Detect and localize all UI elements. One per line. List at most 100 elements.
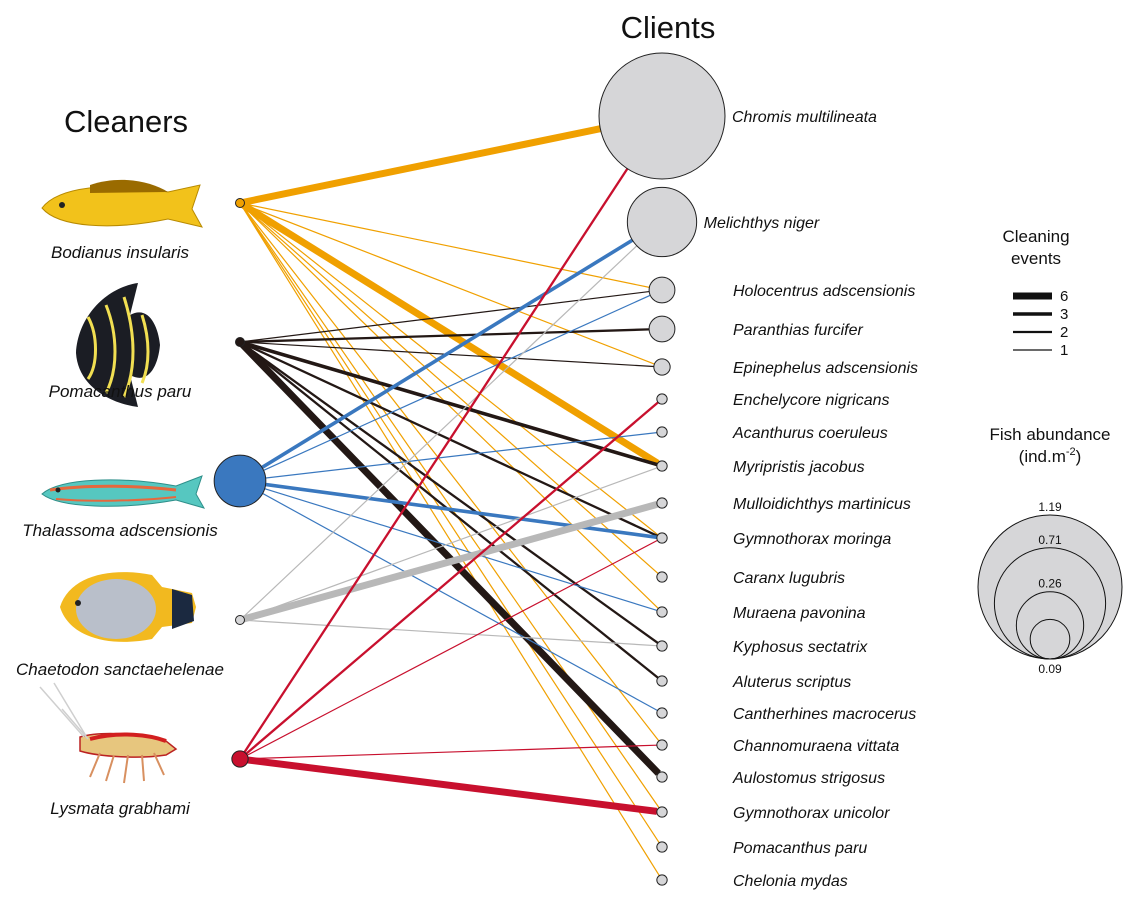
events-legend-value: 6 [1060,288,1068,305]
client-node-channomuraena-vittata [656,739,668,751]
client-node-gymnothorax-unicolor [656,806,668,818]
link-chaetodon-sanctaehelenae-to-melichthys-niger [239,245,638,621]
client-label-cantherhines-macrocerus: Cantherhines macrocerus [733,706,916,723]
events-legend-value: 3 [1060,306,1068,323]
abundance-legend-value: 0.09 [1038,662,1062,676]
link-chaetodon-sanctaehelenae-to-mulloidichthys-martinicus [239,501,658,624]
client-label-channomuraena-vittata: Channomuraena vittata [733,738,899,755]
client-label-gymnothorax-unicolor: Gymnothorax unicolor [733,805,890,822]
client-node-acanthurus-coeruleus [656,426,668,438]
cleaner-node-chaetodon-sanctaehelenae [235,615,245,625]
client-label-melichthys-niger: Melichthys niger [704,215,820,232]
thalassoma-adscensionis-illustration [41,475,206,509]
events-legend-title-line: events [1011,249,1061,268]
client-label-aluterus-scriptus: Aluterus scriptus [732,674,851,691]
link-lysmata-grabhami-to-chromis-multilineata [239,168,629,760]
cleaner-label-pomacanthus-paru: Pomacanthus paru [49,382,192,401]
link-bodianus-insularis-to-pomacanthus-paru [239,202,660,844]
client-node-aluterus-scriptus [656,675,668,687]
link-bodianus-insularis-to-chelonia-mydas [239,202,660,876]
link-bodianus-insularis-to-channomuraena-vittata [239,202,660,742]
link-thalassoma-adscensionis-to-gymnothorax-moringa [239,479,658,540]
client-label-holocentrus-adscensionis: Holocentrus adscensionis [733,283,915,300]
client-node-melichthys-niger [626,186,698,258]
client-label-chromis-multilineata: Chromis multilineata [732,109,877,126]
client-node-myripristis-jacobus [656,460,668,472]
client-label-muraena-pavonina: Muraena pavonina [733,605,866,622]
cleaners-heading: Cleaners [64,104,188,139]
cleaner-node-thalassoma-adscensionis [213,454,267,508]
labels: Cleaners Clients Bodianus insularisPomac… [16,10,918,890]
client-nodes [598,52,726,886]
link-chaetodon-sanctaehelenae-to-kyphosus-sectatrix [239,619,657,647]
events-legend-value: 1 [1060,342,1068,359]
client-label-gymnothorax-moringa: Gymnothorax moringa [733,531,891,548]
client-node-aulostomus-strigosus [656,771,668,783]
client-node-paranthias-furcifer [648,315,676,343]
chaetodon-sanctaehelenae-illustration [60,572,196,642]
link-lysmata-grabhami-to-gymnothorax-unicolor [239,755,658,815]
client-node-chromis-multilineata [598,52,726,180]
client-label-kyphosus-sectatrix: Kyphosus sectatrix [733,639,868,656]
link-bodianus-insularis-to-chromis-multilineata [239,125,602,207]
link-lysmata-grabhami-to-channomuraena-vittata [239,744,657,760]
client-label-mulloidichthys-martinicus: Mulloidichthys martinicus [733,496,911,513]
abundance-legend-value: 0.71 [1038,533,1062,547]
client-label-aulostomus-strigosus: Aulostomus strigosus [732,770,885,787]
link-thalassoma-adscensionis-to-acanthurus-coeruleus [239,431,657,482]
link-bodianus-insularis-to-epinephelus-adscensionis [239,202,655,365]
cleaner-node-lysmata-grabhami [231,750,249,768]
cleaner-label-chaetodon-sanctaehelenae: Chaetodon sanctaehelenae [16,660,224,679]
client-label-acanthurus-coeruleus: Acanthurus coeruleus [732,425,888,442]
client-node-kyphosus-sectatrix [656,640,668,652]
cleaner-label-lysmata-grabhami: Lysmata grabhami [50,799,191,818]
client-label-paranthias-furcifer: Paranthias furcifer [733,322,864,339]
link-pomacanthus-paru-to-aulostomus-strigosus [237,339,661,776]
link-pomacanthus-paru-to-gymnothorax-moringa [239,340,658,537]
link-bodianus-insularis-to-gymnothorax-moringa [239,202,659,536]
client-node-enchelycore-nigricans [656,393,668,405]
cleaner-node-bodianus-insularis [235,198,245,208]
client-node-pomacanthus-paru [656,841,668,853]
client-node-holocentrus-adscensionis [648,276,676,304]
abundance-legend-value: 0.26 [1038,577,1062,591]
client-label-epinephelus-adscensionis: Epinephelus adscensionis [733,360,918,377]
cleaner-nodes [213,198,267,768]
cleaner-label-bodianus-insularis: Bodianus insularis [51,243,189,262]
client-node-muraena-pavonina [656,606,668,618]
link-pomacanthus-paru-to-holocentrus-adscensionis [239,290,650,343]
cleaner-label-thalassoma-adscensionis: Thalassoma adscensionis [22,521,218,540]
events-legend-value: 2 [1060,324,1068,341]
link-thalassoma-adscensionis-to-cantherhines-macrocerus [239,480,658,712]
client-node-caranx-lugubris [656,571,668,583]
fish-illustrations [39,179,206,784]
client-node-chelonia-mydas [656,874,668,886]
link-thalassoma-adscensionis-to-muraena-pavonina [239,480,658,612]
client-label-caranx-lugubris: Caranx lugubris [733,570,845,587]
client-label-enchelycore-nigricans: Enchelycore nigricans [733,392,890,409]
abundance-legend-circle [1029,618,1071,660]
link-bodianus-insularis-to-gymnothorax-unicolor [239,202,660,809]
link-bodianus-insularis-to-myripristis-jacobus [238,200,660,467]
link-bodianus-insularis-to-muraena-pavonina [239,202,659,609]
link-chaetodon-sanctaehelenae-to-myripristis-jacobus [239,467,658,621]
abundance-legend-unit: (ind.m-2) [1019,446,1082,466]
pomacanthus-paru-illustration [76,283,160,407]
cleaner-node-pomacanthus-paru [235,337,245,347]
clients-heading: Clients [621,10,716,45]
client-node-epinephelus-adscensionis [653,358,671,376]
link-thalassoma-adscensionis-to-melichthys-niger [239,238,634,483]
link-pomacanthus-paru-to-kyphosus-sectatrix [239,341,659,644]
client-node-cantherhines-macrocerus [656,707,668,719]
client-node-mulloidichthys-martinicus [656,497,668,509]
bodianus-insularis-illustration [41,179,203,228]
abundance-legend-title: Fish abundance [990,425,1111,444]
events-legend-title-line: Cleaning [1002,227,1069,246]
client-node-gymnothorax-moringa [656,532,668,544]
link-thalassoma-adscensionis-to-holocentrus-adscensionis [239,294,651,482]
abundance-legend-value: 1.19 [1038,500,1062,514]
lysmata-grabhami-illustration [39,682,178,784]
link-lysmata-grabhami-to-gymnothorax-moringa [239,539,658,760]
